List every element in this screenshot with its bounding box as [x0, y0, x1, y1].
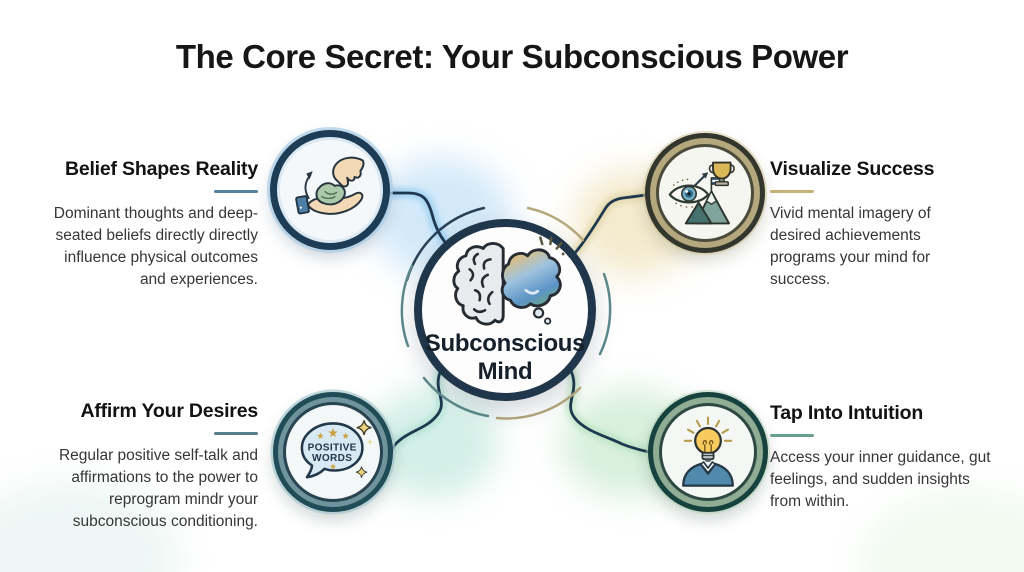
center-label-line2: Mind: [477, 358, 533, 385]
person-lightbulb-head-icon: [682, 416, 734, 487]
belief-heading: Belief Shapes Reality: [64, 158, 258, 180]
affirm-text-block: Affirm Your Desires Regular positive sel…: [36, 400, 258, 533]
eye-trophy-mountain-flag-icon: [668, 161, 735, 225]
bubble-text-line2: WORDS: [312, 453, 352, 464]
visualize-body: Vivid mental imagery of desired achievem…: [770, 204, 931, 288]
hands-molding-clay-icon: [295, 156, 365, 215]
connector-visualize: [573, 193, 648, 255]
visualize-text-block: Visualize Success Vivid mental imagery o…: [770, 158, 978, 291]
visualize-heading-rule: [770, 190, 814, 193]
intuition-text-block: Tap Into Intuition Access your inner gui…: [770, 402, 1002, 513]
affirm-heading-rule: [214, 432, 258, 435]
intuition-node-circle: [648, 392, 768, 512]
page-title: The Core Secret: Your Subconscious Power: [175, 38, 849, 75]
belief-node-circle: [270, 130, 390, 250]
intuition-body: Access your inner guidance, gut feelings…: [770, 448, 991, 510]
center-label: Subconscious Mind: [424, 329, 586, 387]
center-circle: Subconscious Mind: [414, 219, 596, 401]
center-label-line1: Subconscious: [424, 329, 586, 357]
affirm-node-circle: POSITIVE WORDS: [273, 392, 393, 512]
intuition-heading-rule: [770, 434, 814, 437]
positive-words-speech-bubble-icon: POSITIVE WORDS: [300, 419, 373, 479]
intuition-heading: Tap Into Intuition: [770, 402, 924, 424]
brain-half-thought-cloud-icon: [452, 236, 565, 326]
belief-text-block: Belief Shapes Reality Dominant thoughts …: [36, 158, 258, 291]
bubble-text-line1: POSITIVE: [308, 442, 357, 453]
affirm-body: Regular positive self-talk and affirmati…: [58, 446, 258, 530]
belief-body: Dominant thoughts and deep-seated belief…: [53, 204, 258, 288]
visualize-node-circle: [645, 133, 765, 253]
affirm-heading: Affirm Your Desires: [80, 400, 258, 422]
hub-decorative-arcs: [400, 206, 612, 420]
belief-heading-rule: [214, 190, 258, 193]
visualize-heading: Visualize Success: [770, 158, 935, 180]
